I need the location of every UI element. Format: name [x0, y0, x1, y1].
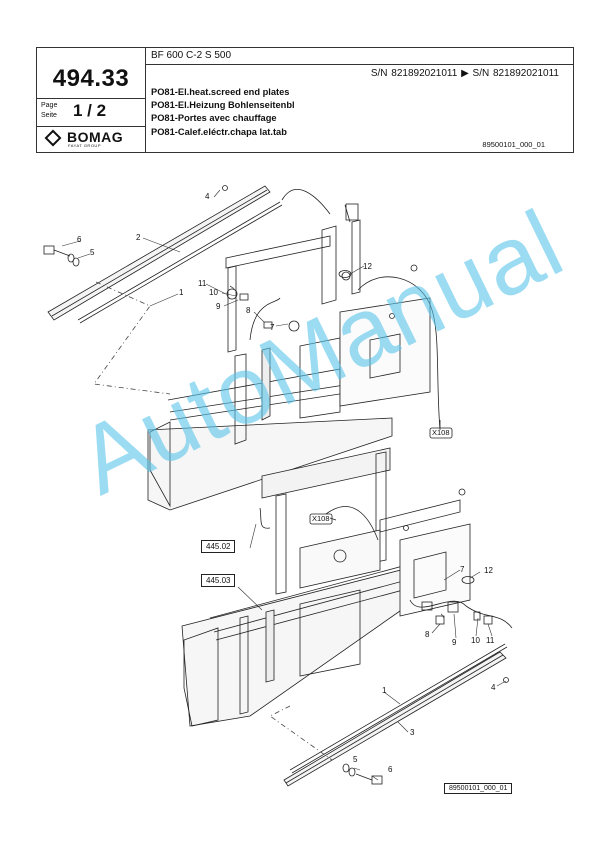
bolts-washers [43, 245, 493, 785]
callout-2: 2 [136, 233, 141, 242]
divider [145, 64, 573, 65]
divider [37, 98, 145, 99]
callout-4: 4 [205, 192, 210, 201]
divider [37, 126, 145, 127]
callout-11: 11 [198, 279, 207, 288]
title-fr: PO81-Portes avec chauffage [151, 113, 277, 124]
callout-1: 1 [179, 288, 184, 297]
title-de: PO81-El.Heizung Bohlenseitenbl [151, 100, 295, 111]
title-list: PO81-El.heat.screed end plates PO81-El.H… [151, 86, 295, 139]
page-number: 494.33 [52, 65, 130, 92]
logo-sub: FAYAT GROUP [68, 143, 101, 148]
callout-7: 7 [270, 323, 275, 332]
callout-5: 5 [90, 248, 95, 257]
callout-6: 6 [77, 235, 82, 244]
bomag-logo: BOMAG FAYAT GROUP [44, 129, 137, 151]
callout-3: 3 [410, 728, 415, 737]
callout-11: 11 [486, 636, 495, 645]
ref-box-445-03: 445.03 [201, 574, 236, 587]
rail-lower [283, 643, 509, 787]
leader-lines [61, 189, 507, 781]
callout-6: 6 [388, 765, 393, 774]
callout-8: 8 [246, 306, 251, 315]
connector-tags [309, 420, 453, 525]
end-plate-upper [147, 189, 441, 511]
callout-10: 10 [471, 636, 480, 645]
callout-12: 12 [484, 566, 493, 575]
callout-9: 9 [452, 638, 457, 647]
end-plate-lower [181, 488, 513, 727]
reference-lines [93, 281, 445, 761]
connector-x108-upper: X108 [432, 428, 450, 437]
callout-1: 1 [382, 686, 387, 695]
divider [145, 48, 146, 152]
figure-id: 89500101_000_01 [444, 783, 513, 794]
header-block: BF 600 C-2 S 500 S/N 821892021011 ▶ S/N … [36, 47, 574, 153]
model-name: BF 600 C-2 S 500 [151, 50, 232, 61]
callout-8: 8 [425, 630, 430, 639]
callout-12: 12 [363, 262, 372, 271]
callout-4: 4 [491, 683, 496, 692]
callout-5: 5 [353, 755, 358, 764]
page-count: 1 / 2 [73, 101, 107, 120]
doc-reference: 89500101_000_01 [482, 140, 545, 149]
rail-upper [47, 185, 283, 324]
callout-9: 9 [216, 302, 221, 311]
serial-range: S/N 821892021011 ▶ S/N 821892021011 [370, 68, 559, 79]
end-plate-middle [259, 447, 391, 595]
title-en: PO81-El.heat.screed end plates [151, 87, 290, 97]
ref-box-445-02: 445.02 [201, 540, 236, 553]
callout-10: 10 [209, 288, 218, 297]
connector-x108-lower: X108 [312, 514, 330, 523]
title-es: PO81-Calef.eléctr.chapa lat.tab [151, 126, 287, 137]
logo-name: BOMAG [67, 129, 124, 145]
callout-7: 7 [460, 565, 465, 574]
